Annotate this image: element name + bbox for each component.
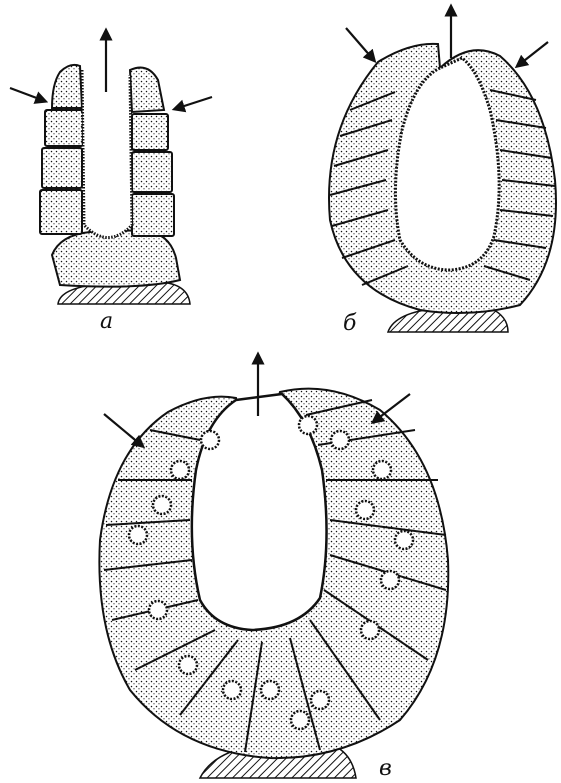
panel-a: а — [10, 34, 212, 334]
pointer-arrow-left — [346, 28, 372, 58]
panel-label-b: б — [343, 311, 357, 336]
pointer-arrow-right — [178, 97, 212, 108]
panel-b: б — [329, 10, 556, 336]
panel-c: в — [99, 358, 448, 781]
pointer-arrow-right — [376, 394, 410, 420]
left-wall-cells — [40, 65, 83, 234]
lumen-border — [82, 70, 132, 238]
panel-label-c: в — [379, 756, 392, 781]
pointer-arrow-right — [520, 42, 548, 64]
right-wall-cells — [130, 68, 174, 236]
panel-label-a: а — [100, 309, 113, 334]
basal-cell — [52, 230, 180, 287]
pointer-arrow-left — [104, 414, 140, 444]
pointer-arrow-left — [10, 88, 42, 100]
